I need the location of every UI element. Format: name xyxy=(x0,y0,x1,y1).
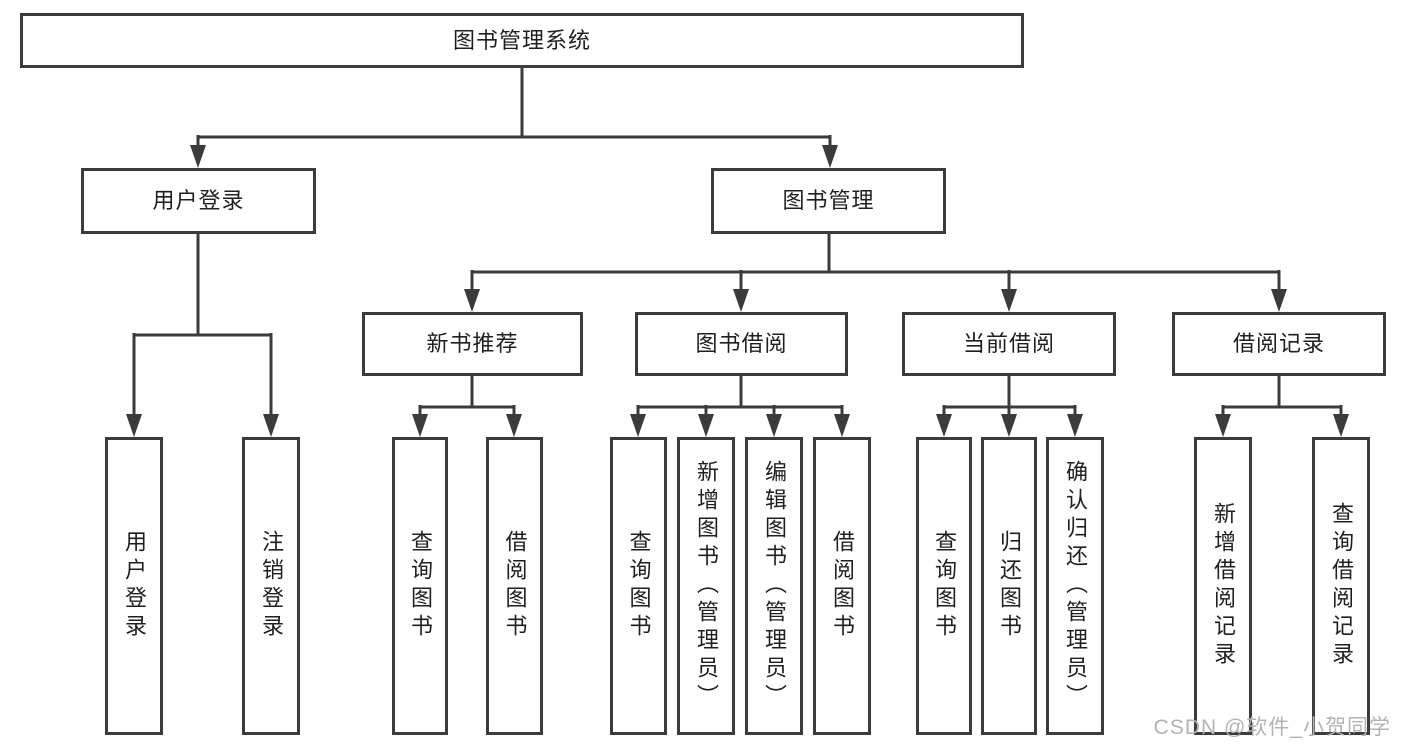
node-leaf-query-books-current: 查询图书 xyxy=(916,437,972,735)
node-leaf-borrow-books: 借阅图书 xyxy=(813,437,871,735)
node-user-login: 用户登录 xyxy=(81,168,316,234)
node-leaf-add-borrow-record: 新增借阅记录 xyxy=(1194,437,1252,735)
node-leaf-query-books-borrow: 查询图书 xyxy=(610,437,667,735)
node-new-book-recommend: 新书推荐 xyxy=(362,312,583,376)
node-leaf-logout: 注销登录 xyxy=(242,437,300,735)
node-leaf-add-books-admin: 新增图书（管理员） xyxy=(677,437,735,735)
node-leaf-user-login: 用户登录 xyxy=(105,437,163,735)
node-current-borrow: 当前借阅 xyxy=(902,312,1116,376)
node-leaf-borrow-books-recommend: 借阅图书 xyxy=(486,437,543,735)
node-borrow-records: 借阅记录 xyxy=(1172,312,1386,376)
node-leaf-confirm-return-admin: 确认归还（管理员） xyxy=(1046,437,1104,735)
csdn-watermark: CSDN @软件_小贺同学 xyxy=(1153,716,1391,739)
node-library-management-system: 图书管理系统 xyxy=(20,13,1024,68)
node-leaf-edit-books-admin: 编辑图书（管理员） xyxy=(745,437,803,735)
node-leaf-query-books-recommend: 查询图书 xyxy=(392,437,448,735)
node-leaf-query-borrow-record: 查询借阅记录 xyxy=(1312,437,1370,735)
node-book-management: 图书管理 xyxy=(711,168,946,234)
node-leaf-return-books: 归还图书 xyxy=(981,437,1037,735)
node-book-borrow: 图书借阅 xyxy=(635,312,848,376)
